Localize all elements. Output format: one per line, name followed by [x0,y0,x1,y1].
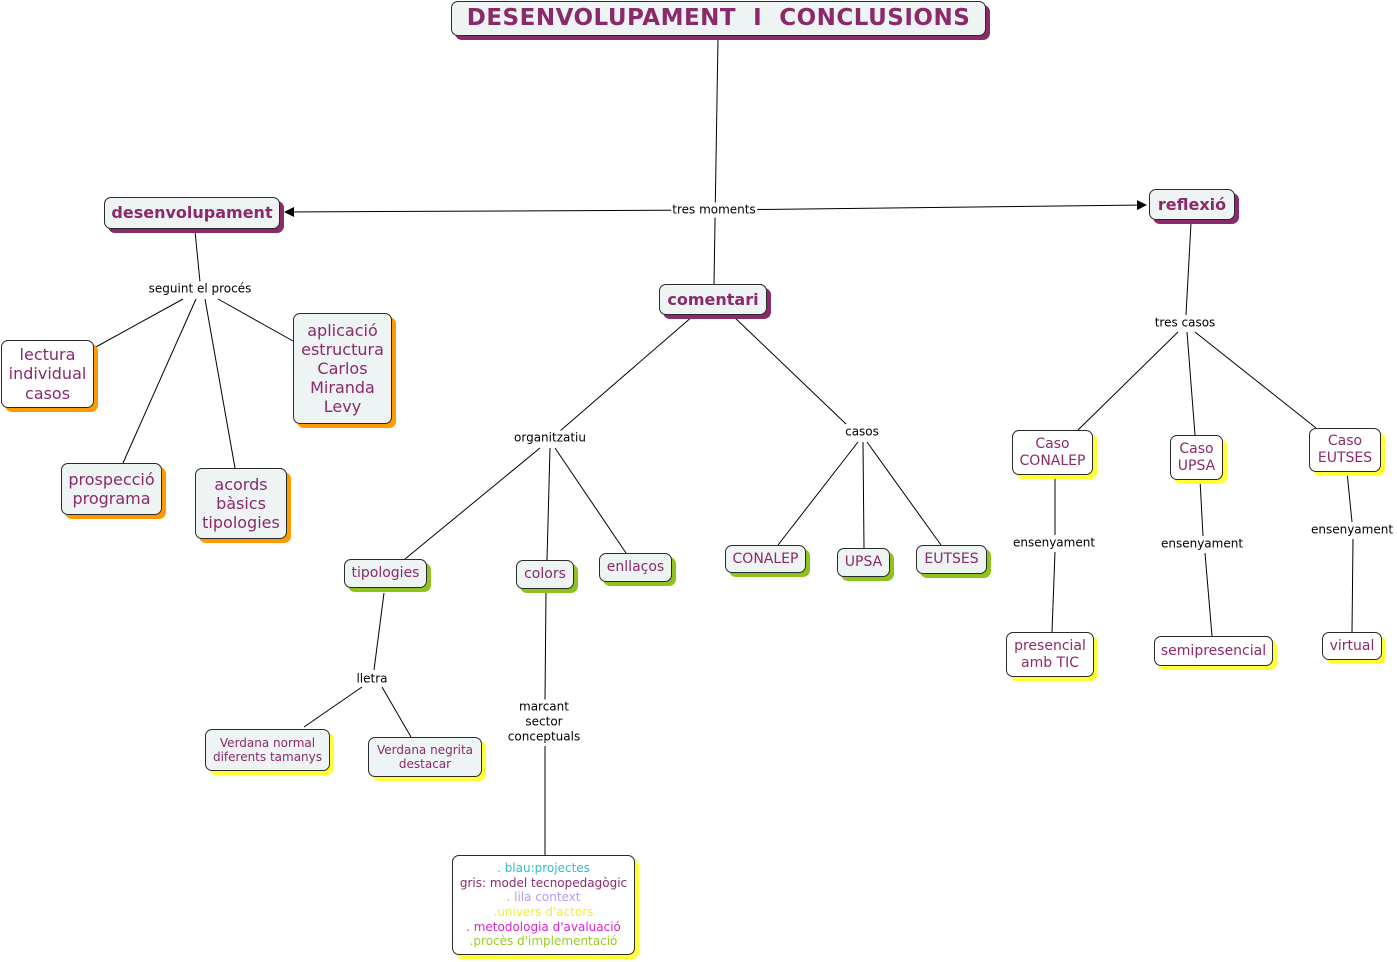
link-label-lletra: lletra [355,671,389,687]
node-conalep[interactable]: CONALEP [725,545,806,573]
node-lectura-label: lectura individual casos [8,345,87,403]
node-caso-upsa-label: Caso UPSA [1177,440,1216,474]
node-caso-eutses-label: Caso EUTSES [1317,433,1373,466]
node-enllacos[interactable]: enllaços [599,553,672,582]
node-presencial[interactable]: presencial amb TIC [1006,632,1094,677]
node-virtual-label: virtual [1329,637,1375,654]
legend-item-proces: .procès d'implementació [469,934,618,949]
node-acords[interactable]: acords bàsics tipologies [195,468,287,539]
node-aplicacio[interactable]: aplicació estructura Carlos Miranda Levy [293,313,392,424]
node-prospeccio[interactable]: prospecció programa [61,463,162,515]
node-eutses-label: EUTSES [924,551,979,568]
node-reflexio-label: reflexió [1157,194,1227,214]
link-label-seguint: seguint el procés [147,281,253,297]
node-aplicacio-label: aplicació estructura Carlos Miranda Levy [301,320,384,417]
node-verdana-negrita[interactable]: Verdana negrita destacar [368,737,482,777]
node-caso-conalep[interactable]: Caso CONALEP [1012,430,1093,475]
link-label-ensenyament-1: ensenyament [1011,535,1097,551]
node-colors[interactable]: colors [516,560,574,589]
node-comentari[interactable]: comentari [659,284,767,315]
node-virtual[interactable]: virtual [1322,632,1382,660]
link-label-marcant: marcant sector conceptuals [506,699,582,745]
color-legend: . blau:projectes gris: model tecnopedagò… [452,855,635,955]
node-prospeccio-label: prospecció programa [68,469,155,508]
node-colors-label: colors [524,566,566,583]
link-label-tres-casos: tres casos [1153,315,1217,331]
node-verdana-normal-label: Verdana normal diferents tamanys [212,735,323,764]
node-eutses[interactable]: EUTSES [916,545,987,574]
link-label-casos: casos [844,424,880,440]
node-upsa[interactable]: UPSA [837,548,890,577]
node-semipresencial[interactable]: semipresencial [1154,636,1273,666]
legend-item-blau: . blau:projectes [497,860,590,875]
node-upsa-label: UPSA [844,554,883,571]
node-conalep-label: CONALEP [732,550,799,567]
node-desenvolupament-label: desenvolupament [111,203,273,223]
node-acords-label: acords bàsics tipologies [202,474,280,533]
node-reflexio[interactable]: reflexió [1149,189,1235,220]
node-lectura[interactable]: lectura individual casos [1,340,94,408]
node-tipologies-label: tipologies [351,565,420,582]
page-title: DESENVOLUPAMENT I CONCLUSIONS [451,1,986,36]
legend-item-univers: .univers d'actors [493,905,594,919]
node-verdana-normal[interactable]: Verdana normal diferents tamanys [205,729,330,771]
node-comentari-label: comentari [667,289,759,309]
link-label-organitzatiu: organitzatiu [513,430,587,446]
node-tipologies[interactable]: tipologies [344,559,427,588]
legend-item-metodologia: . metodologia d'avaluació [466,919,621,934]
node-caso-conalep-label: Caso CONALEP [1019,435,1086,469]
node-desenvolupament[interactable]: desenvolupament [104,197,280,229]
node-enllacos-label: enllaços [606,559,665,576]
legend-item-gris: gris: model tecnopedagògic [459,875,628,890]
page-title-text: DESENVOLUPAMENT I CONCLUSIONS [466,4,971,31]
link-label-tres-moments: tres moments [671,202,757,218]
node-semipresencial-label: semipresencial [1160,642,1267,659]
node-verdana-negrita-label: Verdana negrita destacar [376,742,474,771]
node-caso-eutses[interactable]: Caso EUTSES [1309,428,1381,472]
node-presencial-label: presencial amb TIC [1014,637,1086,671]
node-caso-upsa[interactable]: Caso UPSA [1170,435,1223,480]
link-label-ensenyament-2: ensenyament [1159,536,1245,552]
legend-item-lila: . lila context [506,890,581,905]
link-label-ensenyament-3: ensenyament [1309,522,1395,538]
